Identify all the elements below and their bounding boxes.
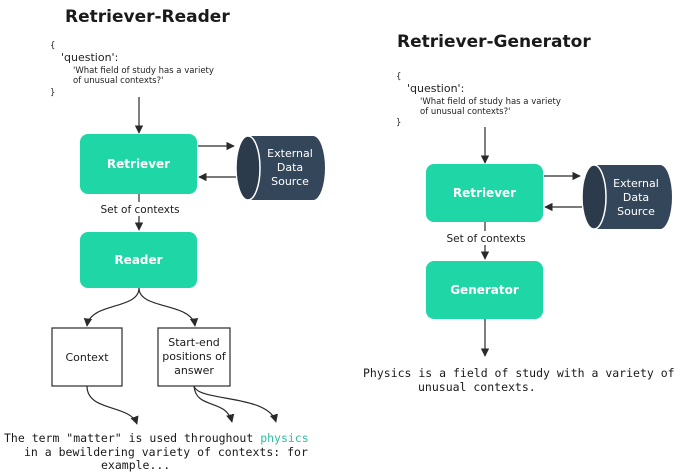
right-generator-node: Generator: [426, 261, 543, 319]
left-db-cap: [235, 135, 261, 201]
right-retriever-node: Retriever: [426, 164, 543, 222]
left-external-data-source: External Data Source: [235, 135, 325, 201]
left-retriever-node: Retriever: [80, 134, 197, 194]
right-question-input: { 'question': 'What field of study has a…: [396, 72, 561, 128]
left-input-key: 'question':: [61, 51, 118, 64]
right-input-close-brace: }: [396, 118, 401, 128]
right-retriever-box: [426, 164, 543, 222]
right-title: Retriever-Generator: [397, 32, 591, 52]
right-input-open-brace: {: [396, 72, 401, 82]
right-edge-label-bg: [446, 231, 526, 245]
left-output-line3: example...: [101, 458, 170, 472]
right-generator-box: [426, 261, 543, 319]
right-generator-label: Generator: [450, 283, 519, 297]
left-retriever-label: Retriever: [107, 157, 170, 171]
right-db-line3: Source: [617, 205, 655, 218]
left-reader-to-positions-arrow: [138, 287, 199, 327]
left-context-label: Context: [65, 351, 109, 364]
right-external-data-source: External Data Source: [581, 164, 672, 230]
left-input-line2: of unusual contexts?': [73, 76, 163, 86]
left-input-line1: 'What field of study has a variety: [73, 66, 214, 76]
right-retriever-label: Retriever: [453, 186, 516, 200]
retriever-reader-panel: Retriever-Reader { 'question': 'What fie…: [4, 7, 325, 472]
left-edge-label-bg: [100, 202, 180, 216]
left-edge-label: Set of contexts: [100, 204, 179, 216]
right-db-cap: [581, 164, 607, 230]
right-input-line1: 'What field of study has a variety: [420, 97, 561, 107]
right-db-line2: Data: [623, 191, 649, 204]
right-output-line1: Physics is a field of study with a varie…: [363, 366, 675, 380]
left-reader-box: [80, 232, 197, 288]
left-positions-to-output-arrow-1: [193, 385, 235, 423]
left-context-to-output-arrow: [86, 385, 139, 425]
left-context-box: Context: [51, 327, 123, 387]
left-input-close-brace: }: [50, 88, 55, 98]
left-positions-line1: Start-end: [168, 336, 220, 349]
left-title: Retriever-Reader: [65, 7, 230, 27]
left-input-open-brace: {: [50, 41, 55, 51]
left-context-rect: [51, 327, 123, 387]
left-output-text: The term "matter" is used throughout phy…: [4, 431, 309, 472]
right-edge-label: Set of contexts: [446, 233, 525, 245]
right-db-line1: External: [613, 177, 659, 190]
right-output-text: Physics is a field of study with a varie…: [363, 366, 675, 394]
left-reader-node: Reader: [80, 232, 197, 288]
left-output-line2: in a bewildering variety of contexts: fo…: [24, 445, 308, 459]
left-positions-line3: answer: [174, 364, 214, 377]
left-question-input: { 'question': 'What field of study has a…: [50, 41, 214, 98]
left-output-highlight: physics: [260, 431, 308, 445]
left-retriever-box: [80, 134, 197, 194]
left-db-line3: Source: [271, 175, 309, 188]
right-output-line2: unusual contexts.: [418, 380, 536, 394]
left-reader-label: Reader: [114, 253, 162, 267]
left-db-line1: External: [267, 147, 313, 160]
left-output-line1: The term "matter" is used throughout phy…: [4, 431, 309, 445]
left-positions-line2: positions of: [162, 350, 227, 363]
left-positions-rect: [157, 327, 231, 387]
left-output-line1-pre: The term "matter" is used throughout: [4, 431, 260, 445]
left-reader-to-context-arrow: [83, 287, 140, 327]
retriever-generator-panel: Retriever-Generator { 'question': 'What …: [363, 32, 675, 394]
right-input-key: 'question':: [407, 82, 464, 95]
left-positions-box: Start-end positions of answer: [157, 327, 231, 387]
right-input-line2: of unusual contexts?': [420, 107, 510, 117]
left-db-line2: Data: [277, 161, 303, 174]
left-positions-to-output-arrow-2: [193, 385, 278, 423]
